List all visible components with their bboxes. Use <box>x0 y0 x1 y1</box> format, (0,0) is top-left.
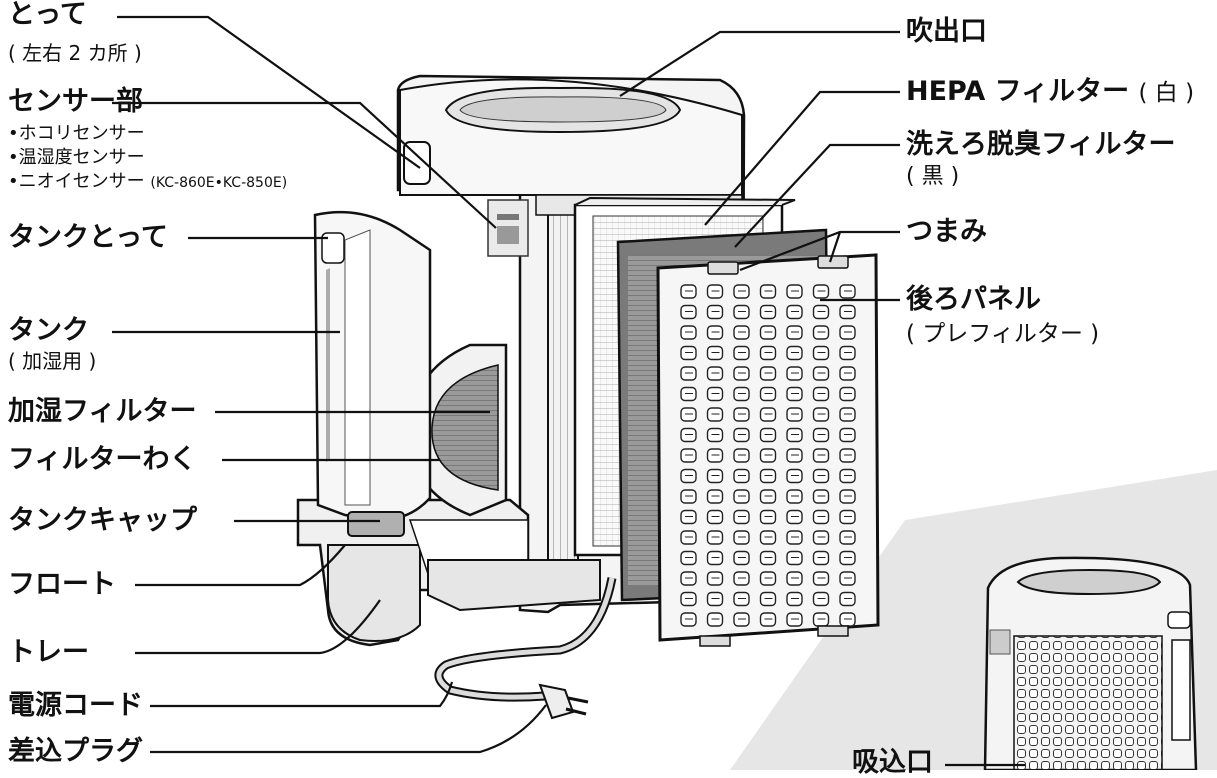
label-float: フロート <box>8 569 116 600</box>
label-handle: とって <box>8 0 87 30</box>
humidifier-filter <box>408 343 508 517</box>
label-tank-note: ( 加湿用 ) <box>8 349 97 373</box>
label-outlet: 吹出口 <box>906 16 987 47</box>
leader-lines <box>112 15 1025 767</box>
label-handle-note: ( 左右 2 カ所 ) <box>8 41 142 65</box>
sensor-item-dust: •ホコリセンサー <box>8 123 145 144</box>
label-deodorizing-note: ( 黒 ) <box>906 164 960 189</box>
label-intake: 吸込口 <box>852 747 933 778</box>
label-hepa-filter: HEPA フィルター ( 白 ) <box>906 76 1195 107</box>
label-plug: 差込プラグ <box>8 736 143 767</box>
label-tray: トレー <box>8 637 89 668</box>
label-tank: タンク <box>8 315 89 346</box>
label-tank-cap: タンクキャップ <box>8 505 197 536</box>
power-cord <box>434 577 617 720</box>
sensor-item-odor: •ニオイセンサー (KC-860E•KC-850E) <box>8 171 288 192</box>
label-filter-frame: フィルターわく <box>8 444 197 475</box>
back-panel <box>656 253 880 647</box>
sensor-item-humidity: •温湿度センサー <box>8 147 145 168</box>
label-back-panel: 後ろパネル <box>906 284 1041 315</box>
label-back-panel-note: ( プレフィルター ) <box>906 321 1100 347</box>
water-tank <box>313 210 432 537</box>
label-sensor: センサー部 <box>8 86 143 117</box>
label-humidifier-filter: 加湿フィルター <box>8 396 197 427</box>
label-tank-handle: タンクとって <box>8 222 168 253</box>
assembled-unit <box>983 556 1198 770</box>
label-power-cord: 電源コード <box>8 690 143 721</box>
label-deodorizing-filter: 洗えろ脱臭フィルター <box>906 129 1176 160</box>
sensor-models: (KC-860E•KC-850E) <box>150 175 288 191</box>
label-hepa-note: ( 白 ) <box>1138 80 1195 106</box>
label-knob: つまみ <box>906 216 987 247</box>
